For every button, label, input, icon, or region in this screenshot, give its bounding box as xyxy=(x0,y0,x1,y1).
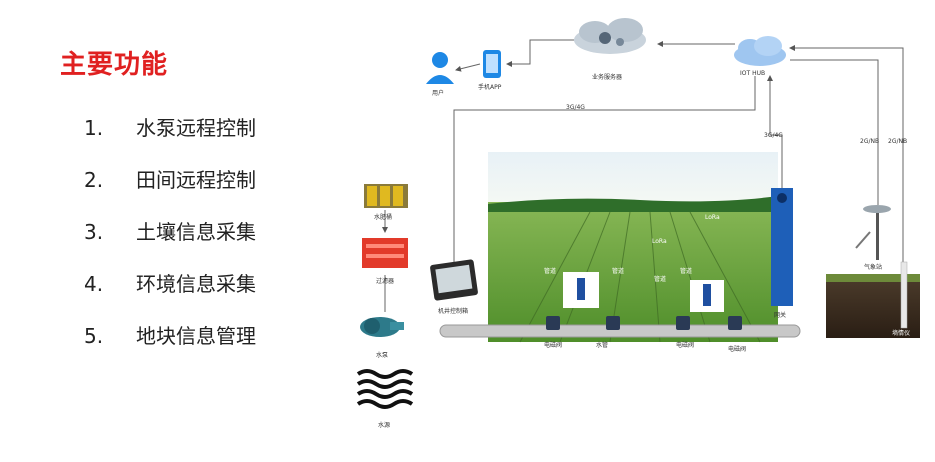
link-label-3g4g: 3G/4G xyxy=(566,104,585,111)
pipe-label: 管道 xyxy=(612,268,625,275)
filter-label: 过滤器 xyxy=(376,278,395,285)
soil-sensor-label: 墒情仪 xyxy=(892,330,911,337)
pipe-label: 管道 xyxy=(654,276,667,283)
feature-item: 4. 环境信息采集 xyxy=(84,268,256,297)
valve-label: 水管 xyxy=(596,342,609,349)
feature-item: 3. 土壤信息采集 xyxy=(84,216,256,245)
link-gateway-iothub xyxy=(767,75,783,188)
fertilizer-tank-label: 水肥桶 xyxy=(374,214,393,221)
fertilizer-tank-icon xyxy=(364,184,408,208)
feature-number: 5. xyxy=(84,324,104,348)
feature-item: 5. 地块信息管理 xyxy=(84,320,256,349)
soil-sensor-icon xyxy=(900,261,908,329)
pump-icon xyxy=(360,317,404,337)
controller-box-icon xyxy=(430,259,478,301)
feature-number: 3. xyxy=(84,220,104,244)
feature-number: 4. xyxy=(84,272,104,296)
water-source-label: 水源 xyxy=(378,422,391,429)
feature-item: 2. 田间远程控制 xyxy=(84,164,256,193)
soil-block xyxy=(826,261,920,338)
feature-number: 1. xyxy=(84,116,104,140)
link-weather-iothub xyxy=(790,59,879,205)
feature-text: 土壤信息采集 xyxy=(136,220,256,244)
valve-label: 电磁阀 xyxy=(728,346,747,353)
link-label-3g4g: 3G/4G xyxy=(764,132,783,139)
feature-item: 1. 水泵远程控制 xyxy=(84,112,256,141)
pipe-label: 管道 xyxy=(544,268,557,275)
field-image xyxy=(488,152,778,343)
server-cloud-icon xyxy=(574,18,646,54)
gateway-label: 网关 xyxy=(774,312,787,319)
feature-text: 田间远程控制 xyxy=(136,168,256,192)
section-title: 主要功能 xyxy=(60,50,169,80)
controller-box-label: 机井控制箱 xyxy=(438,308,469,315)
link-label-2gnb: 2G/NB xyxy=(888,138,908,145)
feature-text: 地块信息管理 xyxy=(136,324,256,348)
feature-text: 水泵远程控制 xyxy=(136,116,256,140)
server-label: 业务服务器 xyxy=(592,74,623,81)
phone-icon xyxy=(483,50,501,78)
pump-label: 水泵 xyxy=(376,352,389,359)
link-controller-iothub xyxy=(453,76,756,272)
filter-icon xyxy=(362,238,408,268)
lora-label: LoRa xyxy=(652,238,667,245)
valve-icons xyxy=(546,316,742,330)
user-label: 用户 xyxy=(432,90,445,97)
weather-station-icon xyxy=(855,205,891,260)
valve-label: 电磁阀 xyxy=(676,342,695,349)
link-soil-iothub xyxy=(789,45,904,270)
feature-number: 2. xyxy=(84,168,104,192)
weather-station-label: 气象站 xyxy=(864,264,883,271)
iothub-cloud-icon xyxy=(734,36,786,66)
valve-label: 电磁阀 xyxy=(544,342,563,349)
water-source-icon xyxy=(356,369,414,409)
link-phone-user xyxy=(455,63,481,72)
iothub-label: IOT HUB xyxy=(740,70,766,77)
user-icon xyxy=(426,52,454,84)
pipe-label: 管道 xyxy=(680,268,693,275)
phone-app-label: 手机APP xyxy=(478,84,502,91)
link-server-phone xyxy=(506,39,578,67)
link-label-2gnb: 2G/NB xyxy=(860,138,880,145)
feature-text: 环境信息采集 xyxy=(136,272,256,296)
lora-label: LoRa xyxy=(705,214,720,221)
field-device-icon xyxy=(563,272,724,312)
gateway-icon xyxy=(771,188,793,306)
